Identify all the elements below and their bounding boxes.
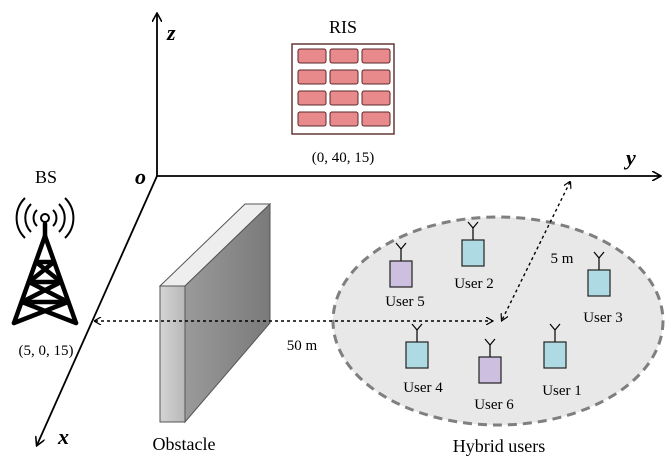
obstacle-label: Obstacle <box>153 434 216 454</box>
tower-icon <box>11 221 79 326</box>
ris-element <box>361 69 391 85</box>
ris-element <box>297 69 327 85</box>
users: User 1 User 2 User 3 User 4 User 5 User 6 <box>385 221 623 413</box>
user-device-icon <box>405 341 429 369</box>
user-2: User 2 <box>454 221 494 292</box>
user-device-icon <box>587 269 611 297</box>
user-label: User 2 <box>454 276 494 292</box>
hybrid-users-label: Hybrid users <box>453 436 546 456</box>
user-device-icon <box>461 239 485 267</box>
user-label: User 5 <box>385 294 425 310</box>
ris-element <box>329 69 359 85</box>
radius-arrow <box>502 182 570 320</box>
distance-markers: 50 m 5 m <box>95 182 574 354</box>
ris-element <box>297 111 327 127</box>
ris-coordinate: (0, 40, 15) <box>312 150 375 166</box>
hybrid-users-region: Hybrid users <box>331 215 665 456</box>
user-6: User 6 <box>474 338 514 413</box>
ris-label: RIS <box>329 17 357 37</box>
ris-panel <box>291 43 395 135</box>
user-label: User 1 <box>542 383 582 399</box>
bs-coordinate: (5, 0, 15) <box>19 343 74 359</box>
z-axis-label: z <box>166 20 176 45</box>
ris-element <box>361 90 391 106</box>
user-label: User 3 <box>583 310 623 326</box>
user-3: User 3 <box>583 251 623 326</box>
y-axis-label: y <box>623 145 636 170</box>
base-station: BS (5, 0, 15) <box>11 167 79 359</box>
origin-label: o <box>135 164 146 189</box>
ris-element <box>361 48 391 64</box>
user-5: User 5 <box>385 242 425 310</box>
ris-element <box>329 90 359 106</box>
user-label: User 6 <box>474 397 514 413</box>
user-4: User 4 <box>403 323 443 396</box>
obstacle-front <box>159 285 186 423</box>
ris-element <box>329 48 359 64</box>
user-device-icon <box>478 356 502 384</box>
user-device-icon <box>389 260 413 288</box>
ris-element <box>329 111 359 127</box>
ris-element <box>297 48 327 64</box>
x-axis-label: x <box>57 424 69 449</box>
axes: z y x o <box>37 14 660 449</box>
ris: RIS (0, 40, 15) <box>291 17 395 166</box>
ris-element <box>297 90 327 106</box>
user-1: User 1 <box>542 323 582 399</box>
radius-distance: 5 m <box>551 251 574 267</box>
user-device-icon <box>543 341 567 369</box>
ris-element <box>361 111 391 127</box>
obstacle: Obstacle <box>153 202 272 454</box>
x-axis-line <box>37 175 158 445</box>
user-label: User 4 <box>403 380 443 396</box>
bs-to-users-distance: 50 m <box>287 338 318 354</box>
bs-label: BS <box>35 167 57 187</box>
